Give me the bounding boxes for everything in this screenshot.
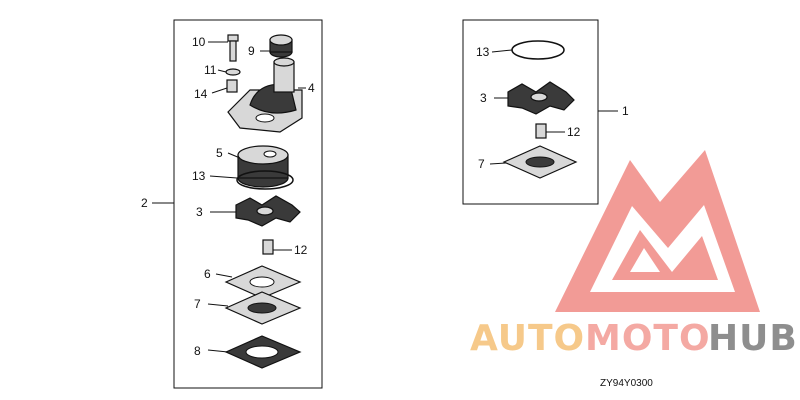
label-12-left: 12: [294, 243, 308, 257]
part-plate-right: [502, 145, 578, 179]
label-11: 11: [204, 63, 217, 77]
part-key-right: [535, 123, 547, 139]
part-collar: [226, 79, 238, 93]
label-8: 8: [194, 344, 201, 358]
label-9: 9: [248, 44, 255, 58]
label-12-right: 12: [567, 125, 581, 139]
part-gasket-6: [224, 265, 302, 299]
label-2: 2: [141, 196, 148, 210]
label-7-left: 7: [194, 297, 201, 311]
part-gasket-8: [224, 335, 302, 369]
diagram-code: ZY94Y0300: [600, 378, 653, 389]
part-impeller-cup: [237, 145, 289, 188]
leader-13-right: [491, 49, 513, 53]
label-13-left: 13: [192, 169, 206, 183]
part-grommet: [269, 34, 293, 58]
watermark-text-hub: HUB: [708, 318, 798, 359]
watermark-logo: [555, 150, 760, 312]
leader-8: [207, 349, 229, 353]
part-key-left: [262, 239, 274, 255]
part-plate-left: [224, 291, 302, 325]
leader-13-left: [209, 175, 238, 179]
watermark-text-auto: AUTO: [470, 318, 585, 359]
part-o-ring-right: [511, 40, 565, 60]
label-3-left: 3: [196, 205, 203, 219]
part-washer: [225, 68, 241, 76]
label-5: 5: [216, 146, 223, 160]
assembly-2-frame: [173, 19, 323, 389]
label-14: 14: [194, 87, 208, 101]
label-13-right: 13: [476, 45, 490, 59]
label-4: 4: [308, 81, 315, 95]
part-bolt: [227, 34, 239, 62]
part-o-ring-left: [236, 170, 294, 190]
leader-7-left: [207, 303, 229, 307]
leader-5: [227, 152, 241, 159]
label-6: 6: [204, 267, 211, 281]
leader-14: [211, 87, 228, 94]
part-pump-housing: [227, 57, 303, 133]
label-10: 10: [192, 35, 206, 49]
watermark-text-moto: MOTO: [585, 318, 711, 359]
leader-6: [215, 273, 233, 278]
assembly-1-frame: [462, 19, 599, 205]
leader-11: [217, 69, 227, 73]
leader-7-right: [489, 162, 507, 165]
label-7-right: 7: [478, 157, 485, 171]
part-impeller-right: [507, 81, 575, 115]
label-3-right: 3: [480, 91, 487, 105]
part-impeller-left: [235, 195, 301, 227]
label-1: 1: [622, 104, 629, 118]
